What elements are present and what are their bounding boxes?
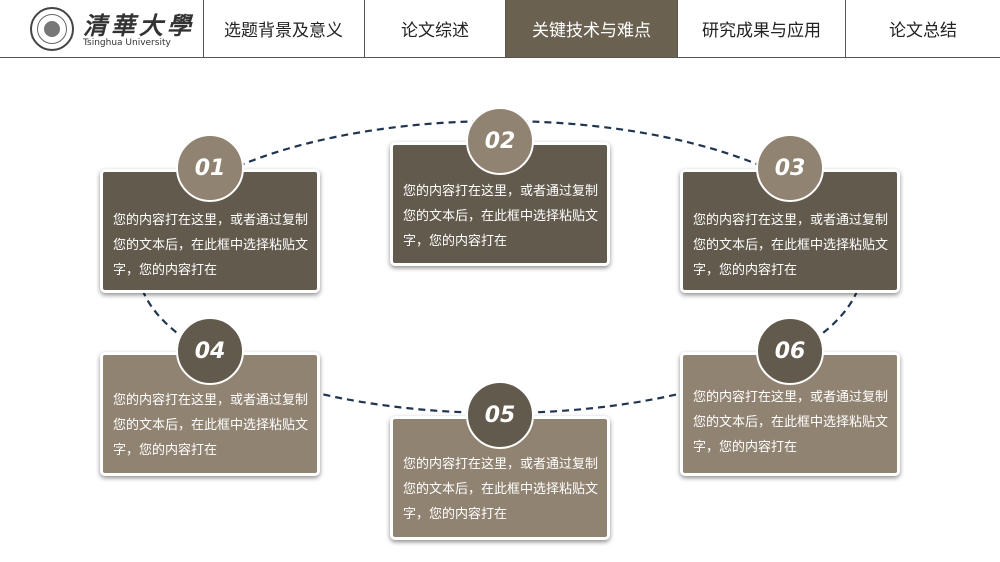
item-number-06: 06 <box>756 317 824 385</box>
tab-key-tech[interactable]: 关键技术与难点 <box>506 0 678 57</box>
item-number-04: 04 <box>176 317 244 385</box>
item-text-06: 您的内容打在这里，或者通过复制您的文本后，在此框中选择粘贴文字，您的内容打在 <box>693 390 889 455</box>
item-text-04: 您的内容打在这里，或者通过复制您的文本后，在此框中选择粘贴文字，您的内容打在 <box>113 393 309 458</box>
tab-background[interactable]: 选题背景及意义 <box>203 0 365 57</box>
item-number-03: 03 <box>756 134 824 202</box>
item-text-01: 您的内容打在这里，或者通过复制您的文本后，在此框中选择粘贴文字，您的内容打在 <box>113 213 309 278</box>
item-number-05: 05 <box>466 381 534 449</box>
item-text-02: 您的内容打在这里，或者通过复制您的文本后，在此框中选择粘贴文字，您的内容打在 <box>403 184 599 249</box>
nav-divider <box>0 57 1000 58</box>
top-nav: 清華大學 Tsinghua University 选题背景及意义 论文综述 关键… <box>0 0 1000 58</box>
item-card-02: 您的内容打在这里，或者通过复制您的文本后，在此框中选择粘贴文字，您的内容打在 <box>390 142 610 266</box>
logo-english-name: Tsinghua University <box>83 38 171 48</box>
item-number-01: 01 <box>176 134 244 202</box>
tab-results[interactable]: 研究成果与应用 <box>678 0 846 57</box>
university-seal-icon <box>30 7 74 51</box>
item-number-02: 02 <box>466 107 534 175</box>
university-logo[interactable]: 清華大學 Tsinghua University <box>0 0 204 57</box>
tab-review[interactable]: 论文综述 <box>365 0 506 57</box>
item-text-05: 您的内容打在这里，或者通过复制您的文本后，在此框中选择粘贴文字，您的内容打在 <box>403 457 599 522</box>
item-text-03: 您的内容打在这里，或者通过复制您的文本后，在此框中选择粘贴文字，您的内容打在 <box>693 213 889 278</box>
tab-summary[interactable]: 论文总结 <box>889 21 957 41</box>
logo-chinese-name: 清華大學 <box>83 11 195 40</box>
